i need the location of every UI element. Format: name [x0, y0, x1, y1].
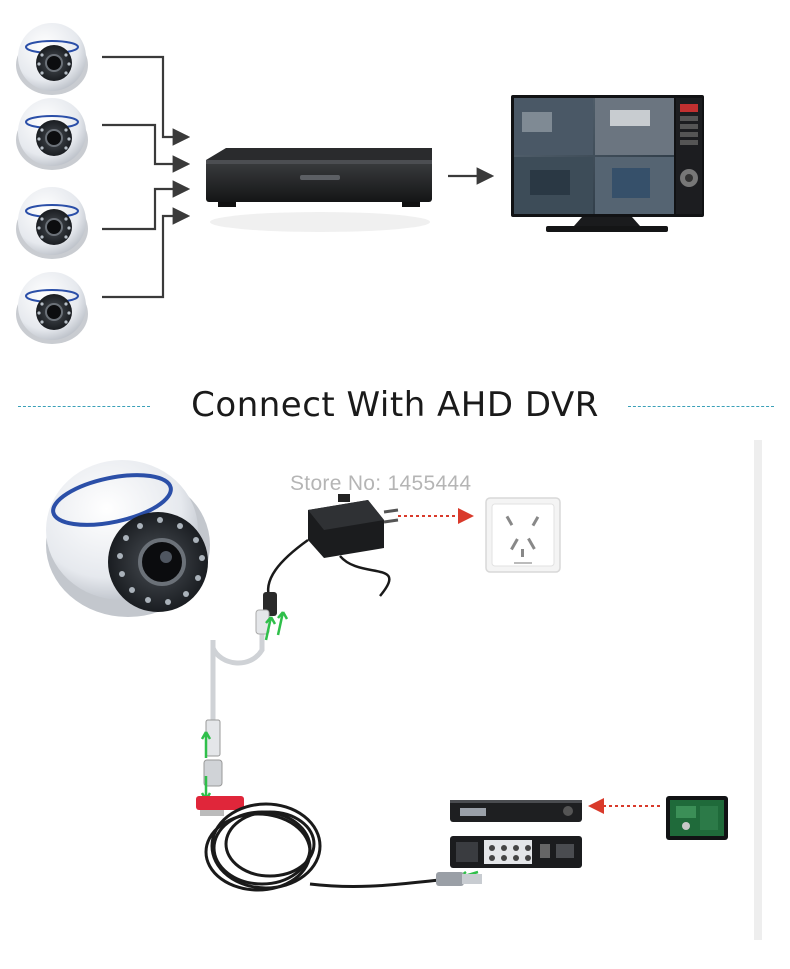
monitor-icon: [511, 95, 704, 232]
camera-4: [15, 271, 89, 345]
title-divider-left: [18, 406, 150, 407]
power-adapter-icon: [263, 494, 399, 616]
camera-3: [15, 186, 89, 260]
green-connect-arrows: [200, 611, 479, 884]
dvr-recorder-icon: [450, 800, 582, 868]
store-watermark: Store No: 1455444: [290, 472, 472, 495]
camera-wires: [102, 55, 191, 299]
title-divider-right: [628, 406, 774, 407]
bnc-cable-icon: [196, 796, 482, 892]
hard-drive-icon: [666, 796, 728, 840]
camera-pigtail-cable: [203, 609, 270, 787]
dome-camera-icon: [46, 460, 210, 617]
page-title: Connect With AHD DVR: [191, 385, 599, 425]
camera-1: [15, 22, 89, 96]
right-edge-strip: [754, 440, 762, 940]
wall-socket-icon: [485, 497, 561, 573]
camera-2: [15, 97, 89, 171]
dvr-recorder-icon: [206, 148, 432, 232]
